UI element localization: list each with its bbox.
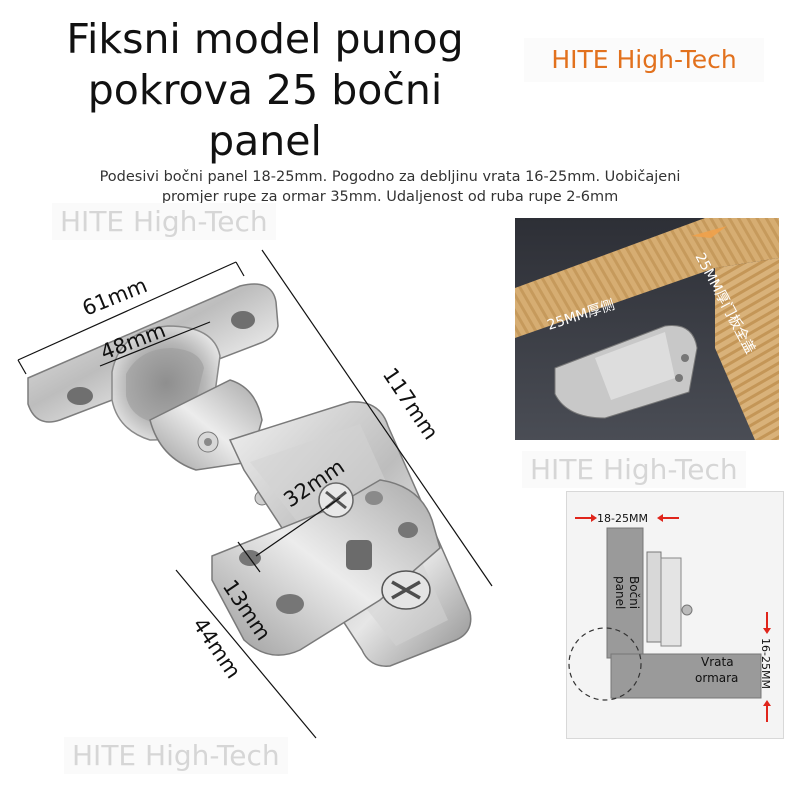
hinge-detail-circle	[568, 627, 642, 701]
door-label-1: Vrata	[701, 655, 734, 669]
door-panel-wood	[715, 258, 779, 440]
dim-line-mount-length	[175, 569, 317, 739]
watermark-brand: HITE High-Tech	[522, 451, 746, 488]
watermark-brand: HITE High-Tech	[64, 737, 288, 774]
title-line-2: pokrova 25 bočni	[87, 66, 443, 114]
page-title: Fiksni model punog pokrova 25 bočni pane…	[40, 14, 490, 167]
title-line-3: panel	[208, 117, 322, 165]
door-label-2: ormara	[695, 671, 738, 685]
title-line-1: Fiksni model punog	[66, 15, 464, 63]
dim-line-total-length	[261, 249, 493, 587]
description-line-1: Podesivi bočni panel 18-25mm. Pogodno za…	[99, 169, 681, 185]
side-range-label: 18-25MM	[597, 512, 648, 525]
door-range-label: 16-25MM	[759, 638, 772, 689]
dim-line-cup-width	[99, 321, 211, 367]
plate-screw-hole-right	[231, 311, 255, 329]
side-panel-label-2: panel	[613, 576, 627, 609]
dim-line-mount-offset	[237, 541, 261, 573]
cross-section-diagram: 18-25MM 16-25MM Bočni panel Vrata ormara	[566, 491, 784, 739]
adjust-screw-bottom	[381, 570, 431, 610]
dim-line-plate-width	[17, 261, 237, 361]
watermark-brand: HITE High-Tech	[52, 203, 276, 240]
brand-logo-text: HITE High-Tech	[524, 38, 764, 82]
installed-hinge-photo: 25MM厚侧 25MM厚门板全盖	[515, 218, 779, 440]
side-panel-section	[606, 527, 644, 659]
base-screw-hole-lower	[276, 594, 304, 614]
dim-label-plate-width: 61mm	[79, 273, 151, 321]
plate-screw-hole-left	[67, 387, 93, 405]
dim-line-cup-diameter	[255, 497, 341, 557]
adjust-slot	[346, 540, 372, 570]
description-line-2: promjer rupe za ormar 35mm. Udaljenost o…	[161, 189, 619, 205]
side-panel-label-1: Bočni	[627, 576, 641, 609]
product-description: Podesivi bočni panel 18-25mm. Pogodno za…	[40, 167, 740, 207]
side-panel-wood	[515, 218, 779, 338]
door-panel-section	[610, 653, 762, 699]
